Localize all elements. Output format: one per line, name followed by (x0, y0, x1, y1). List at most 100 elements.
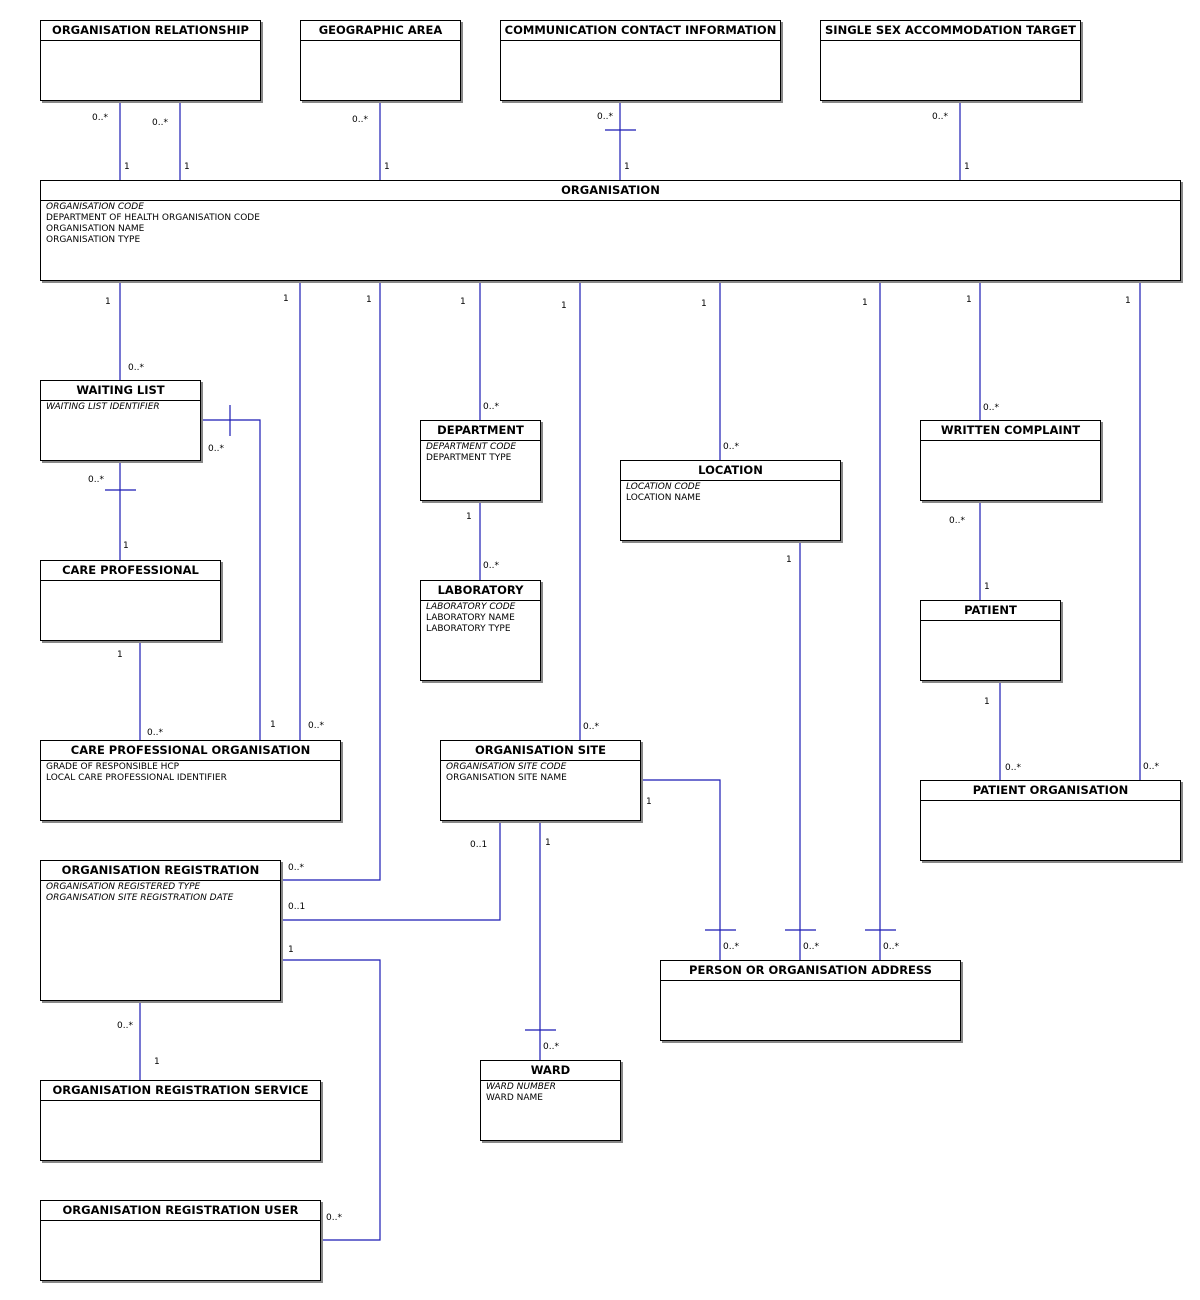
entity-patient[interactable]: PATIENT (920, 600, 1061, 681)
multiplicity-label: 0..1 (470, 840, 488, 850)
multiplicity-label: 0..* (92, 113, 108, 123)
entity-person-or-organisation-address[interactable]: PERSON OR ORGANISATION ADDRESS (660, 960, 961, 1041)
attribute: WARD NAME (486, 1093, 543, 1103)
multiplicity-label: 1 (270, 720, 276, 730)
attribute: ORGANISATION SITE CODE (446, 762, 567, 772)
multiplicity-label: 0..* (326, 1213, 342, 1223)
entity-department[interactable]: DEPARTMENT DEPARTMENT CODE DEPARTMENT TY… (420, 420, 541, 501)
multiplicity-label: 0..* (208, 444, 224, 454)
multiplicity-label: 0..* (483, 402, 499, 412)
multiplicity-label: 1 (123, 541, 129, 551)
multiplicity-label: 1 (283, 294, 289, 304)
entity-title: ORGANISATION (41, 181, 1180, 201)
entity-title: WARD (481, 1061, 620, 1081)
multiplicity-label: 0..* (288, 863, 304, 873)
entity-title: CARE PROFESSIONAL (41, 561, 220, 581)
entity-title: PERSON OR ORGANISATION ADDRESS (661, 961, 960, 981)
attribute: GRADE OF RESPONSIBLE HCP (46, 762, 180, 772)
multiplicity-label: 0..* (1005, 763, 1021, 773)
entity-laboratory[interactable]: LABORATORY LABORATORY CODE LABORATORY NA… (420, 580, 541, 681)
multiplicity-label: 1 (124, 162, 130, 172)
multiplicity-label: 1 (466, 512, 472, 522)
entity-title: ORGANISATION REGISTRATION SERVICE (41, 1081, 320, 1101)
multiplicity-label: 0..* (147, 728, 163, 738)
multiplicity-label: 1 (460, 297, 466, 307)
connector (202, 419, 261, 740)
multiplicity-label: 0..* (483, 561, 499, 571)
entity-communication-contact-information[interactable]: COMMUNICATION CONTACT INFORMATION (500, 20, 781, 101)
entity-title: DEPARTMENT (421, 421, 540, 441)
multiplicity-label: 1 (646, 797, 652, 807)
attribute: LOCAL CARE PROFESSIONAL IDENTIFIER (46, 773, 227, 783)
attribute-list: GRADE OF RESPONSIBLE HCP LOCAL CARE PROF… (41, 761, 340, 785)
entity-title: PATIENT ORGANISATION (921, 781, 1180, 801)
entity-organisation-site[interactable]: ORGANISATION SITE ORGANISATION SITE CODE… (440, 740, 641, 821)
attribute: ORGANISATION REGISTERED TYPE (46, 882, 201, 892)
multiplicity-label: 0..* (308, 721, 324, 731)
entity-location[interactable]: LOCATION LOCATION CODE LOCATION NAME (620, 460, 841, 541)
multiplicity-label: 1 (984, 697, 990, 707)
multiplicity-label: 0..1 (288, 902, 306, 912)
attribute-list: ORGANISATION CODE DEPARTMENT OF HEALTH O… (41, 201, 1180, 247)
multiplicity-label: 0..* (723, 942, 739, 952)
multiplicity-label: 1 (964, 162, 970, 172)
entity-title: ORGANISATION SITE (441, 741, 640, 761)
attribute: ORGANISATION CODE (46, 202, 144, 212)
entity-care-professional[interactable]: CARE PROFESSIONAL (40, 560, 221, 641)
multiplicity-label: 1 (786, 555, 792, 565)
entity-title: PATIENT (921, 601, 1060, 621)
entity-title: WRITTEN COMPLAINT (921, 421, 1100, 441)
entity-title: ORGANISATION REGISTRATION USER (41, 1201, 320, 1221)
multiplicity-label: 1 (184, 162, 190, 172)
multiplicity-label: 1 (545, 838, 551, 848)
multiplicity-label: 0..* (583, 722, 599, 732)
attribute: LABORATORY NAME (426, 613, 515, 623)
attribute-list: DEPARTMENT CODE DEPARTMENT TYPE (421, 441, 540, 465)
multiplicity-label: 1 (1125, 296, 1131, 306)
entity-title: LABORATORY (421, 581, 540, 601)
attribute-list: ORGANISATION REGISTERED TYPE ORGANISATIO… (41, 881, 280, 905)
entity-organisation-registration[interactable]: ORGANISATION REGISTRATION ORGANISATION R… (40, 860, 281, 1001)
multiplicity-label: 1 (366, 295, 372, 305)
entity-title: COMMUNICATION CONTACT INFORMATION (501, 21, 780, 41)
entity-organisation-relationship[interactable]: ORGANISATION RELATIONSHIP (40, 20, 261, 101)
entity-organisation-registration-service[interactable]: ORGANISATION REGISTRATION SERVICE (40, 1080, 321, 1161)
entity-organisation[interactable]: ORGANISATION ORGANISATION CODE DEPARTMEN… (40, 180, 1181, 281)
entity-single-sex-accommodation-target[interactable]: SINGLE SEX ACCOMMODATION TARGET (820, 20, 1081, 101)
entity-patient-organisation[interactable]: PATIENT ORGANISATION (920, 780, 1181, 861)
connector (282, 959, 381, 1241)
entity-title: LOCATION (621, 461, 840, 481)
attribute: LABORATORY CODE (426, 602, 516, 612)
entity-title: GEOGRAPHIC AREA (301, 21, 460, 41)
attribute: ORGANISATION SITE REGISTRATION DATE (46, 893, 234, 903)
attribute: DEPARTMENT TYPE (426, 453, 512, 463)
entity-geographic-area[interactable]: GEOGRAPHIC AREA (300, 20, 461, 101)
connector (282, 281, 381, 881)
attribute: LOCATION CODE (626, 482, 701, 492)
entity-organisation-registration-user[interactable]: ORGANISATION REGISTRATION USER (40, 1200, 321, 1281)
entity-waiting-list[interactable]: WAITING LIST WAITING LIST IDENTIFIER (40, 380, 201, 461)
attribute: DEPARTMENT OF HEALTH ORGANISATION CODE (46, 213, 260, 223)
multiplicity-label: 1 (862, 298, 868, 308)
multiplicity-label: 0..* (543, 1042, 559, 1052)
entity-title: WAITING LIST (41, 381, 200, 401)
entity-written-complaint[interactable]: WRITTEN COMPLAINT (920, 420, 1101, 501)
multiplicity-label: 1 (701, 299, 707, 309)
multiplicity-label: 0..* (803, 942, 819, 952)
multiplicity-label: 1 (384, 162, 390, 172)
multiplicity-label: 0..* (932, 112, 948, 122)
multiplicity-label: 0..* (152, 118, 168, 128)
entity-ward[interactable]: WARD WARD NUMBER WARD NAME (480, 1060, 621, 1141)
connector (642, 779, 721, 960)
entity-care-professional-organisation[interactable]: CARE PROFESSIONAL ORGANISATION GRADE OF … (40, 740, 341, 821)
attribute: ORGANISATION SITE NAME (446, 773, 567, 783)
multiplicity-label: 0..* (117, 1021, 133, 1031)
attribute: ORGANISATION TYPE (46, 235, 141, 245)
multiplicity-label: 1 (105, 297, 111, 307)
multiplicity-label: 1 (288, 945, 294, 955)
connector (282, 821, 501, 921)
multiplicity-label: 1 (117, 650, 123, 660)
multiplicity-label: 0..* (949, 516, 965, 526)
multiplicity-label: 1 (966, 295, 972, 305)
attribute: LABORATORY TYPE (426, 624, 511, 634)
